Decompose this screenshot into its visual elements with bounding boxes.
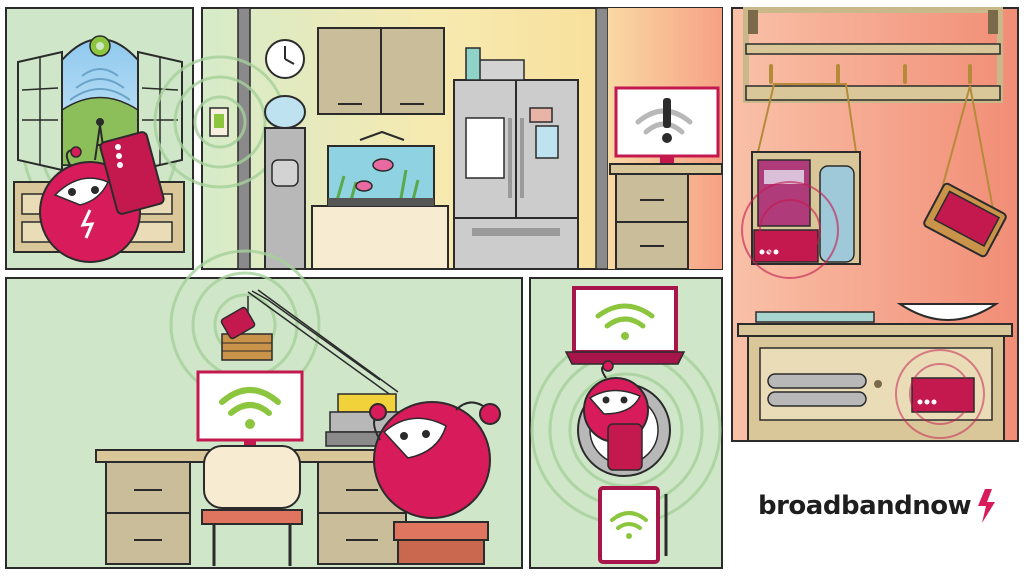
- monitor-icon: [614, 86, 720, 164]
- office-desk: [609, 163, 723, 270]
- refrigerator-icon: [453, 47, 579, 270]
- wifi-icon: [595, 303, 655, 329]
- fish-icon: [355, 180, 373, 192]
- phone-icon: [607, 423, 643, 471]
- phone-icon: [99, 131, 165, 215]
- office-chair: [201, 445, 303, 566]
- lightning-bolt-icon: [978, 489, 996, 523]
- panel-entryway: [731, 7, 1019, 442]
- dresser-icon: [737, 323, 1013, 442]
- wifi-icon: [219, 387, 281, 416]
- brand-wordmark: broadbandnow: [758, 491, 972, 521]
- tablet-icon: [598, 486, 668, 564]
- panel-office: [5, 249, 523, 569]
- mascot-icon: [369, 401, 501, 519]
- warning-icon: [662, 98, 672, 143]
- kitchen-cabinets: [317, 27, 445, 115]
- monitor-icon: [196, 370, 304, 450]
- wifi-icon: [610, 511, 648, 530]
- laptop-icon: [564, 286, 686, 365]
- aquarium-icon: [327, 130, 435, 206]
- brand-name-part2: now: [912, 491, 972, 521]
- mascot-icon: [583, 360, 649, 471]
- brand-name-part1: broadband: [758, 491, 913, 521]
- stool: [393, 521, 489, 565]
- water-cooler-icon: [264, 95, 306, 270]
- panel-living-room: [529, 277, 723, 569]
- panel-window-room: [5, 7, 194, 270]
- wooden-crate: [220, 306, 273, 361]
- bag-icon: [741, 83, 861, 279]
- panel-kitchen: [153, 7, 723, 270]
- fish-icon: [372, 158, 394, 172]
- bowl-icon: [755, 303, 1000, 323]
- bag-icon: [923, 85, 1007, 258]
- clock-icon: [265, 39, 305, 79]
- coat-rack-icon: [743, 7, 1003, 103]
- brand-logo: broadbandnow: [758, 486, 1008, 526]
